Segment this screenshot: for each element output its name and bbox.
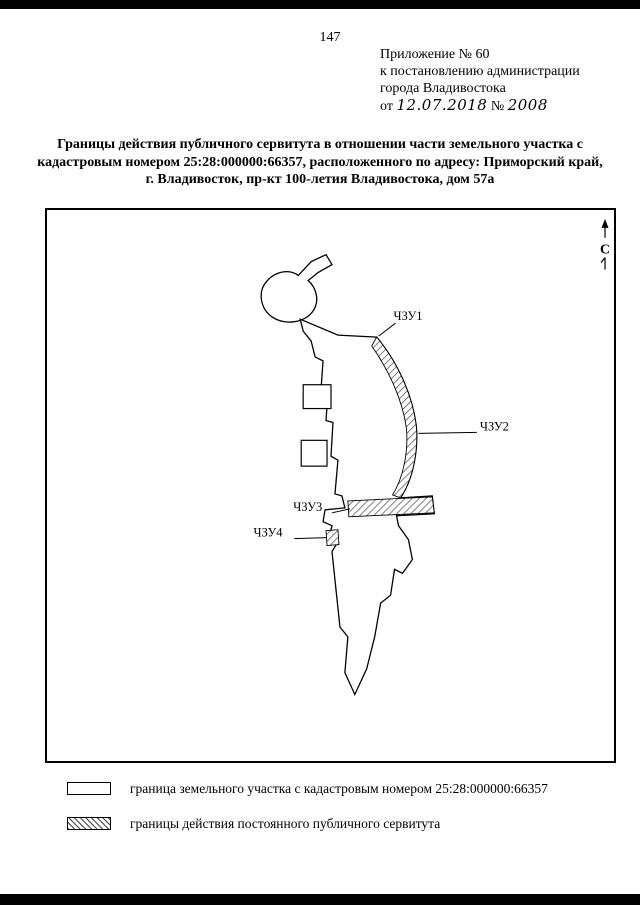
number-sign: №: [490, 99, 505, 114]
parcel-upper-blob: [260, 253, 333, 323]
appendix-line-3: города Владивостока: [380, 81, 506, 96]
north-arrow: С: [600, 218, 610, 270]
legend-label-parcel-boundary: граница земельного участка с кадастровым…: [130, 781, 548, 796]
chzu1-label: ЧЗУ1: [394, 309, 423, 323]
handwritten-number: 2008: [507, 96, 548, 114]
parcel-notch-lower: [300, 439, 328, 467]
chzu3-leader-line: [331, 508, 350, 514]
page-number: 147: [319, 30, 341, 45]
north-arrow-tail-barb: [600, 257, 606, 263]
cadastral-map-drawing: С ЧЗУ1 ЧЗУ2 ЧЗУ3 ЧЗУ4: [254, 218, 610, 697]
chzu2-leader-line: [418, 431, 477, 434]
appendix-date-prefix: от: [380, 99, 393, 114]
servitude-hatch-right-band: [371, 336, 418, 499]
top-edge-bar: [0, 0, 640, 9]
chzu2-label: ЧЗУ2: [480, 419, 509, 433]
legend-swatch-parcel-boundary: [67, 782, 111, 795]
appendix-block: Приложение № 60 к постановлению админист…: [380, 46, 630, 115]
handwritten-date: 12.07.2018: [396, 96, 488, 114]
document-title: Границы действия публичного сервитута в …: [37, 137, 603, 187]
north-arrow-head: [601, 218, 609, 228]
cadastral-map-frame: С ЧЗУ1 ЧЗУ2 ЧЗУ3 ЧЗУ4: [45, 208, 616, 763]
chzu3-label: ЧЗУ3: [293, 500, 322, 514]
legend-swatch-servitude-area: [67, 817, 111, 830]
chzu1-leader-line: [378, 322, 396, 337]
servitude-hatch-middle-band: [347, 496, 435, 518]
servitude-hatch-small-patch: [325, 529, 340, 547]
appendix-line-1: Приложение № 60: [380, 47, 490, 62]
parcel-notch-upper: [302, 384, 332, 410]
chzu4-leader-line: [294, 537, 328, 540]
bottom-edge-bar: [0, 894, 640, 905]
appendix-line-4: от 12.07.2018 № 2008: [380, 97, 630, 115]
chzu4-label: ЧЗУ4: [254, 526, 283, 540]
appendix-line-2: к постановлению администрации: [380, 64, 580, 79]
legend-label-servitude-area: границы действия постоянного публичного …: [130, 816, 441, 831]
north-label: С: [600, 243, 610, 258]
